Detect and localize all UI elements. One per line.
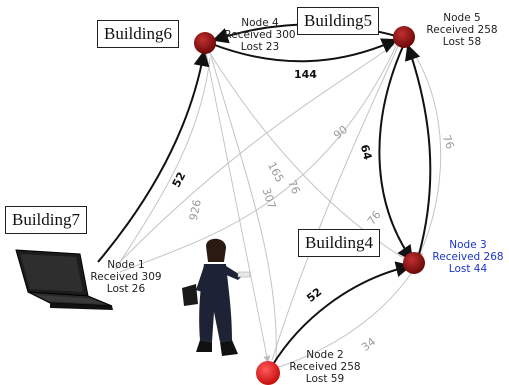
building6-label: Building6 bbox=[97, 20, 180, 48]
node-2-info: Node 2 Received 258 Lost 59 bbox=[282, 349, 368, 385]
building5-label: Building5 bbox=[297, 7, 380, 35]
edge-label-n5-n3: 64 bbox=[358, 143, 375, 161]
edge-n2-n3 bbox=[271, 261, 412, 367]
building7-label: Building7 bbox=[5, 206, 88, 234]
node-2-name: Node 2 bbox=[306, 349, 344, 361]
node-3-lost: Lost 44 bbox=[448, 263, 488, 275]
edge-n3-n5 bbox=[404, 44, 432, 259]
edge-n1-n3 bbox=[119, 41, 399, 273]
edge-label-926: 926 bbox=[187, 198, 204, 221]
node-5-received: Received 258 bbox=[426, 24, 498, 36]
edge-n5-n2 bbox=[271, 41, 401, 361]
edge-label-307: 307 bbox=[259, 186, 278, 210]
node-4-name: Node 4 bbox=[241, 17, 279, 29]
node-1-info: Node 1 Received 309 Lost 26 bbox=[82, 259, 170, 295]
node-4-info: Node 4 Received 300 Lost 23 bbox=[216, 17, 304, 53]
node-1-received: Received 309 bbox=[90, 271, 162, 283]
edge-n4-n2b bbox=[209, 51, 277, 361]
edge-label-76c: 76 bbox=[365, 208, 384, 227]
node-3-received: Received 268 bbox=[432, 251, 504, 263]
building4-label: Building4 bbox=[298, 229, 381, 257]
node-2-received: Received 258 bbox=[289, 361, 361, 373]
edge-label-n4-n5: 144 bbox=[294, 68, 317, 81]
node-4-circle[interactable] bbox=[194, 32, 216, 54]
node-3-info: Node 3 Received 268 Lost 44 bbox=[428, 239, 508, 275]
node-5-lost: Lost 58 bbox=[442, 36, 482, 48]
edge-n3-n2b bbox=[275, 267, 416, 369]
node-5-circle[interactable] bbox=[393, 26, 415, 48]
node-3-circle[interactable] bbox=[403, 252, 425, 274]
node-3-name: Node 3 bbox=[449, 239, 487, 251]
node-5-name: Node 5 bbox=[443, 12, 481, 24]
node-4-received: Received 300 bbox=[224, 29, 296, 41]
node-1-lost: Lost 26 bbox=[106, 283, 146, 295]
edge-label-n1-n4: 52 bbox=[170, 170, 189, 190]
node-2-lost: Lost 59 bbox=[305, 373, 345, 385]
node-2-circle[interactable] bbox=[256, 361, 280, 385]
edge-label-76a: 76 bbox=[285, 178, 302, 196]
edge-n4-n5 bbox=[211, 38, 398, 63]
edge-label-n2-n3: 52 bbox=[304, 285, 324, 305]
person-illustration bbox=[182, 238, 251, 356]
edge-n5-n3b bbox=[405, 41, 442, 259]
node-1-name: Node 1 bbox=[107, 259, 145, 271]
node-5-info: Node 5 Received 258 Lost 58 bbox=[418, 12, 506, 48]
edge-n1-n4 bbox=[97, 50, 210, 263]
edge-n4-n3 bbox=[207, 49, 411, 263]
edge-label-76b: 76 bbox=[440, 133, 457, 151]
edge-n5-n3 bbox=[378, 43, 414, 262]
edge-label-165: 165 bbox=[265, 160, 286, 185]
laptop-icon bbox=[15, 249, 113, 310]
edge-n5-n1 bbox=[119, 41, 399, 263]
node-4-lost: Lost 23 bbox=[240, 41, 280, 53]
edge-n1-n4b bbox=[114, 57, 211, 271]
